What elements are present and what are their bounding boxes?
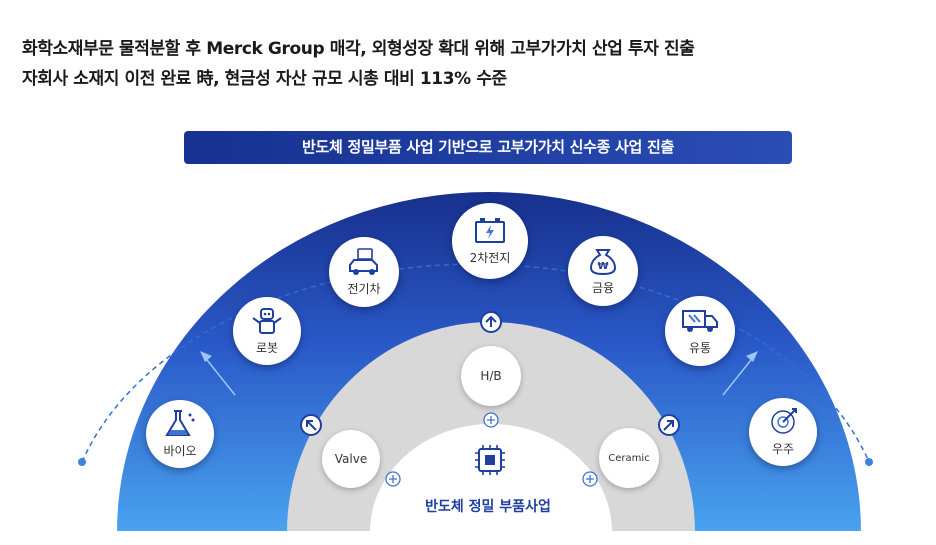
truck-icon <box>682 310 718 332</box>
headline-line-1: 화학소재부문 물적분할 후 Merck Group 매각, 외형성장 확대 위해… <box>22 39 695 59</box>
outer-item-label: 바이오 <box>163 444 197 458</box>
inner-item-valve: Valve <box>322 430 380 488</box>
electric-car-icon <box>349 248 378 275</box>
arrow-up-icon <box>480 311 502 333</box>
direction-arrow-left <box>202 354 236 396</box>
outer-item-finance: ₩ 금융 <box>568 236 638 306</box>
plus-icon <box>385 412 598 487</box>
arrow-up-left-icon <box>300 414 322 436</box>
outer-item-bio: 바이오 <box>146 400 214 468</box>
inner-item-ceramic: Ceramic <box>599 428 659 488</box>
outer-item-space: 우주 <box>749 398 817 466</box>
inner-item-hb: H/B <box>461 346 521 406</box>
outer-item-label: 로봇 <box>255 341 279 355</box>
guide-dot-right <box>865 458 873 466</box>
outer-item-label: 2차전지 <box>469 251 511 265</box>
inner-item-label: H/B <box>480 369 502 383</box>
outer-item-logistics: 유통 <box>665 296 735 366</box>
outer-item-label: 전기차 <box>347 282 381 296</box>
inner-item-label: Ceramic <box>608 452 650 464</box>
battery-icon <box>475 218 505 243</box>
headline-line-2: 자회사 소재지 이전 완료 時, 현금성 자산 규모 시총 대비 113% 수준 <box>22 69 507 89</box>
inner-item-label: Valve <box>334 452 368 466</box>
chip-icon <box>475 445 505 475</box>
outer-item-ev: 전기차 <box>329 237 399 307</box>
outer-item-battery: 2차전지 <box>452 203 528 279</box>
outer-item-robot: 로봇 <box>233 297 301 365</box>
guide-dot-left <box>78 458 86 466</box>
flask-icon <box>165 410 195 436</box>
arrow-up-right-icon <box>658 414 680 436</box>
svg-text:₩: ₩ <box>597 261 608 272</box>
outer-item-label: 유통 <box>688 341 712 355</box>
money-bag-icon: ₩ <box>589 249 617 276</box>
outer-item-label: 금융 <box>591 281 615 295</box>
strategy-banner: 반도체 정밀부품 사업 기반으로 고부가가치 신수종 사업 진출 <box>184 131 792 164</box>
outer-item-label: 우주 <box>771 442 795 456</box>
core-arc <box>370 424 612 532</box>
rocket-icon <box>771 408 797 434</box>
direction-arrow-right <box>722 354 756 396</box>
core-label: 반도체 정밀 부품사업 <box>425 499 551 515</box>
robot-icon <box>252 308 282 334</box>
